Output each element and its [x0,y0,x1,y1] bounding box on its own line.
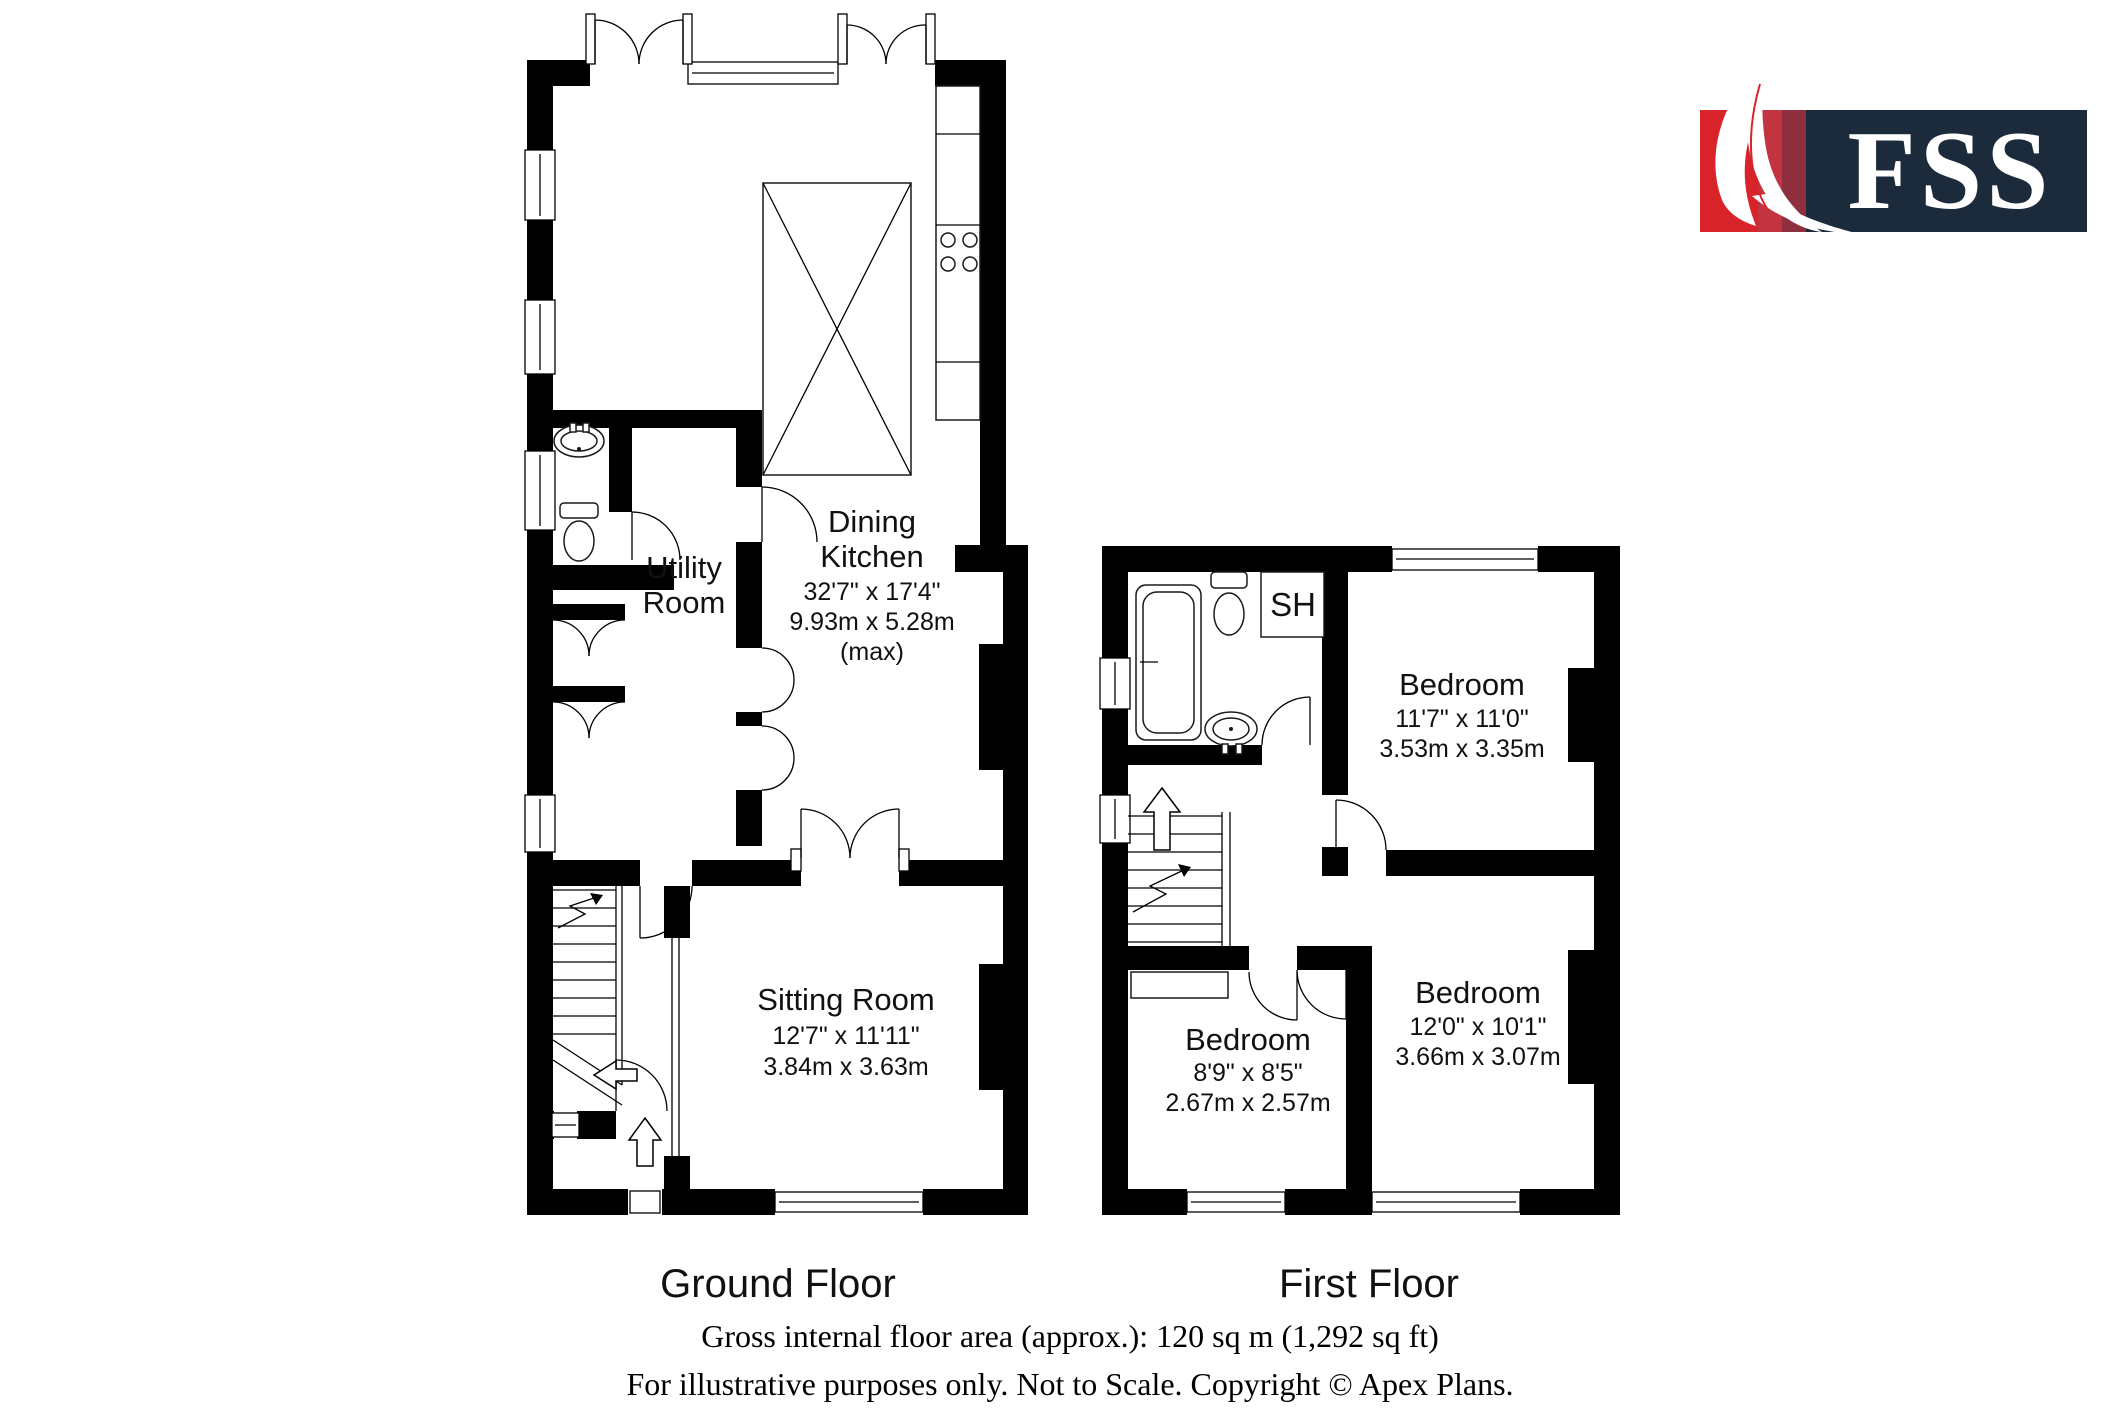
entrance-arrows [592,1059,663,1167]
shower-label: SH [1270,586,1316,623]
sink-icon [553,422,605,458]
disclaimer-text: For illustrative purposes only. Not to S… [626,1366,1513,1402]
bedroom1-dims-imperial: 11'7" x 11'0" [1395,705,1528,733]
kitchen-counter [935,85,981,421]
ground-floor-windows [524,61,924,1214]
dining-kitchen-dims-imperial: 32'7" x 17'4" [803,578,940,606]
footer: Ground Floor First Floor Gross internal … [626,1262,1513,1402]
logo-navy-block [1806,110,2087,232]
bedroom3-dims-metric: 3.66m x 3.07m [1395,1043,1560,1071]
first-floor-labels: SH Bedroom 11'7" x 11'0" 3.53m x 3.35m B… [1165,586,1560,1117]
bedroom2-dims-imperial: 8'9" x 8'5" [1193,1059,1302,1087]
bedroom3-label: Bedroom [1415,975,1541,1010]
first-floor-stairs [1128,786,1231,946]
floor-area-text: Gross internal floor area (approx.): 120… [701,1318,1439,1354]
feather-icon [1715,56,1856,234]
first-floor-windows [1099,548,1539,1213]
sink-icon [1204,711,1258,755]
dining-kitchen-label: Dining [828,504,916,539]
wardrobe-icon [1130,971,1229,999]
bedroom1-dims-metric: 3.53m x 3.35m [1379,735,1544,763]
sitting-room-dims-metric: 3.84m x 3.63m [763,1053,928,1081]
utility-room-label-2: Room [643,585,726,620]
bedroom2-dims-metric: 2.67m x 2.57m [1165,1089,1330,1117]
hob-icon [940,232,978,272]
dining-kitchen-max-note: (max) [840,638,904,666]
first-floor-title: First Floor [1279,1262,1459,1306]
ground-floor-title: Ground Floor [660,1262,896,1306]
bedroom1-label: Bedroom [1399,667,1525,702]
ground-floor-doors [552,13,936,1112]
first-floor-plan: SH Bedroom 11'7" x 11'0" 3.53m x 3.35m B… [1099,546,1620,1215]
bath-icon [1135,584,1202,741]
dining-kitchen-dims-metric: 9.93m x 5.28m [789,608,954,636]
first-floor-doors [1248,696,1387,1021]
logo-text: FSS [1848,109,2053,233]
fss-logo: FSS [1700,56,2087,234]
toilet-icon [559,502,599,562]
sitting-room-dims-imperial: 12'7" x 11'11" [772,1022,919,1050]
stairs-up-arrow-icon [1142,786,1182,851]
bathroom-fixtures [1130,571,1325,999]
toilet-icon [1210,571,1248,636]
ground-floor-walls [527,60,1028,1215]
kitchen-island [762,182,912,476]
shower-icon [1260,571,1325,638]
entry-left-arrow-icon [592,1059,638,1091]
bedroom2-label: Bedroom [1185,1022,1311,1057]
entry-up-arrow-icon [627,1116,663,1167]
ground-floor-stairs [552,886,623,1106]
bedroom3-dims-imperial: 12'0" x 10'1" [1409,1013,1546,1041]
sitting-room-label: Sitting Room [757,982,934,1017]
ground-floor-plan: Utility Room Dining Kitchen 32'7" x 17'4… [524,13,1028,1215]
dining-kitchen-label-2: Kitchen [820,539,923,574]
ground-floor-labels: Utility Room Dining Kitchen 32'7" x 17'4… [643,504,955,1081]
utility-room-label: Utility [646,550,722,585]
wc-fixtures [553,422,605,562]
